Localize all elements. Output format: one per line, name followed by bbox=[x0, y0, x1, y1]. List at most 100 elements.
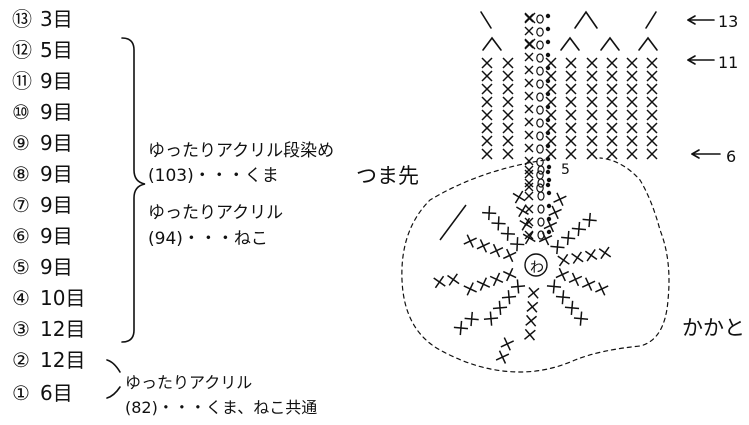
sc-stitch-icon bbox=[626, 148, 638, 160]
chain-stitch-icon bbox=[536, 105, 544, 115]
sc-stitch-icon bbox=[524, 38, 536, 50]
row13-stitch bbox=[480, 11, 492, 29]
slip-stitch-icon bbox=[545, 182, 551, 188]
sc-stitch-icon bbox=[586, 148, 598, 160]
sc-stitch-icon bbox=[495, 350, 510, 364]
yarn-note-2-line2: (94)・・・ねこ bbox=[148, 229, 268, 249]
chain-stitch-icon bbox=[536, 157, 544, 167]
sc-stitch-icon bbox=[502, 267, 517, 282]
sc-stitch-icon bbox=[626, 122, 638, 134]
slip-stitch-icon bbox=[546, 229, 552, 235]
sc-stitch-icon bbox=[646, 70, 658, 82]
sc-stitch-icon bbox=[524, 117, 534, 127]
single-crochet-grid bbox=[481, 12, 658, 160]
sc-stitch-icon bbox=[491, 216, 506, 231]
sc-stitch-icon bbox=[565, 109, 577, 121]
sc-stitch-icon bbox=[571, 221, 587, 237]
sc-stitch-icon bbox=[550, 239, 565, 255]
sc-stitch-icon bbox=[527, 286, 540, 299]
sc-stitch-icon bbox=[502, 96, 514, 108]
sc-stitch-icon bbox=[463, 282, 477, 296]
sc-stitch-icon bbox=[557, 253, 570, 267]
sc-stitch-icon bbox=[646, 83, 658, 95]
yarn-note-2-line1: ゆったりアクリル bbox=[148, 203, 284, 223]
chain-stitch-icon bbox=[537, 217, 545, 227]
sc-stitch-icon bbox=[646, 96, 658, 108]
sc-stitch-icon bbox=[524, 13, 534, 23]
increase-line bbox=[439, 204, 467, 241]
ring-label: わ bbox=[530, 260, 544, 276]
slip-stitch-icon bbox=[546, 190, 552, 196]
arrow-label-6: 6 bbox=[726, 147, 737, 166]
chain-stitch-icon bbox=[536, 53, 544, 63]
sc-stitch-icon bbox=[433, 275, 446, 289]
sc-stitch-icon bbox=[481, 96, 493, 108]
sc-stitch-icon bbox=[568, 272, 583, 287]
sc-stitch-icon bbox=[524, 12, 536, 24]
yarn-note-3-line1: ゆったりアクリル bbox=[125, 373, 253, 392]
body-outline bbox=[401, 157, 670, 373]
sc-stitch-icon bbox=[565, 96, 577, 108]
radial-stitches bbox=[433, 190, 612, 364]
slip-stitch-icon bbox=[545, 78, 551, 84]
sc-stitch-icon bbox=[502, 122, 514, 134]
sc-stitch-icon bbox=[524, 130, 534, 140]
slip-stitch-icon bbox=[545, 13, 551, 19]
sc-stitch-icon bbox=[524, 165, 534, 175]
sc-stitch-icon bbox=[524, 78, 534, 88]
sc-stitch-icon bbox=[447, 273, 460, 286]
sc-stitch-icon bbox=[555, 290, 571, 305]
sc-stitch-icon bbox=[481, 83, 493, 95]
sc-stitch-icon bbox=[476, 239, 491, 253]
sc-stitch-icon bbox=[548, 205, 562, 220]
chain-stitch-icon bbox=[536, 131, 544, 141]
sc-stitch-icon bbox=[543, 218, 558, 233]
sc-stitch-icon bbox=[510, 237, 525, 252]
chain-column bbox=[524, 13, 552, 240]
yarn-note-1-line1: ゆったりアクリル段染め bbox=[148, 141, 335, 161]
sc-stitch-icon bbox=[524, 143, 534, 153]
slip-stitch-icon bbox=[545, 52, 551, 58]
sc-stitch-icon bbox=[586, 83, 598, 95]
row13-decrease bbox=[574, 10, 598, 29]
heel-label: かかと bbox=[682, 316, 745, 340]
sc-stitch-icon bbox=[500, 337, 514, 351]
sc-stitch-icon bbox=[564, 300, 580, 316]
sc-stitch-icon bbox=[595, 282, 609, 296]
chain-stitch-icon bbox=[537, 191, 545, 201]
sc-stitch-icon bbox=[524, 104, 534, 114]
sc-stitch-icon bbox=[606, 57, 618, 69]
sc-stitch-icon bbox=[464, 311, 479, 327]
toe-label: つま先 bbox=[356, 164, 419, 188]
sc-stitch-icon bbox=[626, 135, 638, 147]
chain-stitch-icon bbox=[536, 92, 544, 102]
sc-stitch-icon bbox=[565, 83, 577, 95]
sc-stitch-icon bbox=[524, 204, 534, 214]
sc-stitch-icon bbox=[646, 122, 658, 134]
slip-stitch-icon bbox=[545, 130, 551, 136]
sc-stitch-icon bbox=[586, 109, 598, 121]
sc-stitch-icon bbox=[586, 70, 598, 82]
sc-stitch-icon bbox=[524, 26, 534, 36]
sc-stitch-icon bbox=[565, 57, 577, 69]
sc-stitch-icon bbox=[606, 96, 618, 108]
chain-stitch-icon bbox=[537, 204, 545, 214]
sc-stitch-icon bbox=[489, 272, 504, 287]
chain-stitch-icon bbox=[536, 118, 544, 128]
sc-stitch-icon bbox=[492, 300, 508, 316]
slip-stitch-icon bbox=[546, 164, 552, 170]
sc-stitch-icon bbox=[481, 148, 493, 160]
sc-stitch-icon bbox=[502, 57, 514, 69]
sc-stitch-icon bbox=[502, 135, 514, 147]
sc-stitch-icon bbox=[524, 178, 534, 188]
sc-stitch-icon bbox=[502, 109, 514, 121]
sc-stitch-icon bbox=[606, 122, 618, 134]
